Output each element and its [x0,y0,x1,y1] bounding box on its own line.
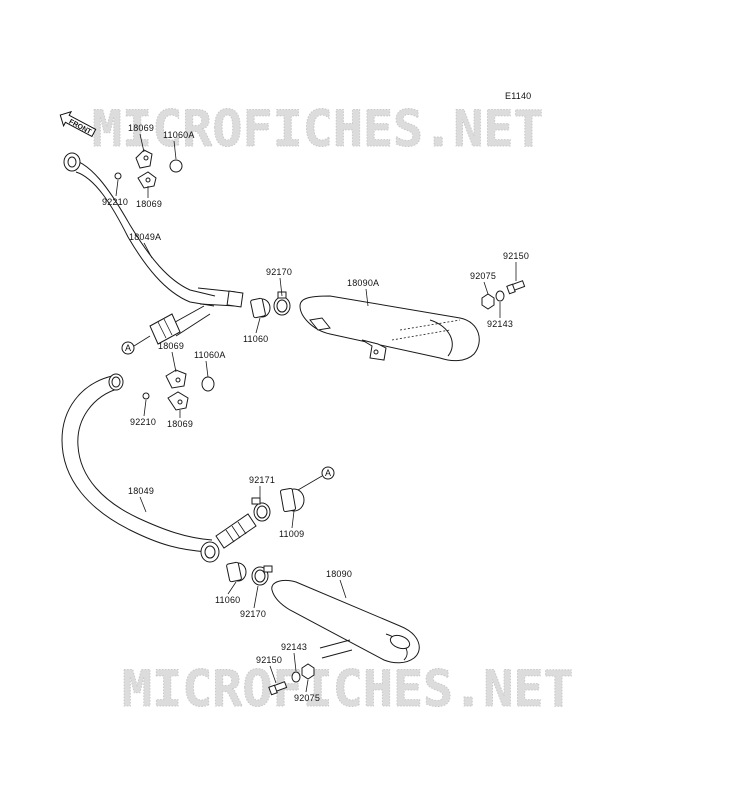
nut-lower [142,392,150,400]
clamp-lower-b [167,391,189,411]
label-92075-lower: 92075 [294,693,320,703]
clamp-mid-lower [251,565,273,586]
label-92150-upper: 92150 [503,251,529,261]
label-18069-lower-a: 18069 [158,341,184,351]
nut-muffler-lower [301,663,315,680]
label-92143-upper: 92143 [487,319,513,329]
label-92171: 92171 [249,475,275,485]
label-11009: 11009 [279,529,304,539]
label-11060a-upper: 11060A [163,130,195,140]
label-92143-lower: 92143 [281,642,307,652]
label-18069-lower-b: 18069 [167,419,193,429]
label-18049: 18049 [128,486,154,496]
clamp-upper-a [135,149,153,169]
pipe-upper [63,152,244,345]
washer-muffler-upper [495,290,505,302]
label-18069-upper-b: 18069 [136,199,162,209]
washer-muffler-lower [291,671,301,683]
label-18049a: 18049A [129,232,161,242]
callout-a-upper [121,341,135,355]
label-11060-upper: 11060 [243,334,268,344]
label-18090: 18090 [326,569,352,579]
label-92150-lower: 92150 [256,655,282,665]
callout-a-lower-text: A [325,468,331,478]
watermark-top: MICROFICHES.NET [92,100,544,158]
muffler-upper [299,295,480,362]
label-92170-lower: 92170 [240,609,266,619]
watermark-bottom: MICROFICHES.NET [122,660,574,718]
clamp-lower-a [165,369,187,389]
diagram-code: E1140 [505,91,531,101]
callout-a-upper-text: A [125,343,131,353]
label-92075-upper: 92075 [470,271,496,281]
gasket-lower [201,376,215,392]
label-92210-lower: 92210 [130,417,156,427]
clamp-link [251,497,271,522]
pipe-lower [61,373,257,563]
callout-a-lower [321,466,335,480]
label-18069-upper-a: 18069 [128,123,154,133]
clamp-upper-b [137,171,157,189]
bolt-muffler-lower [268,681,288,696]
nut-muffler-upper [481,293,495,310]
label-18090a: 18090A [347,278,379,288]
gasket-mid-lower [226,561,247,583]
bolt-muffler-upper [506,280,526,295]
label-11060a-lower: 11060A [194,350,226,360]
gasket-upper [169,159,183,173]
label-92170-upper: 92170 [266,267,292,277]
gasket-link [279,487,305,513]
label-92210-upper: 92210 [102,197,128,207]
nut-upper [114,172,122,180]
label-11060-lower: 11060 [215,595,240,605]
muffler-lower [271,579,420,664]
